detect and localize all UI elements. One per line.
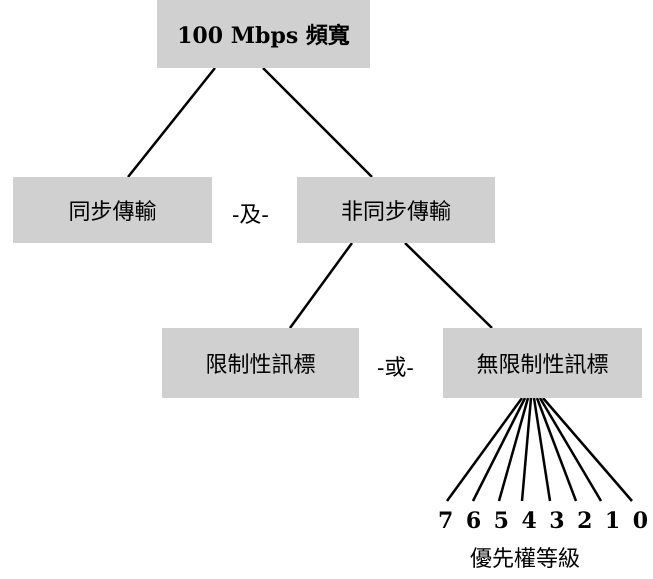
edge-async-unrestricted [404,242,493,329]
priority-fan-line [471,397,527,502]
priority-digit: 4 [521,508,537,534]
priority-fan-lines [445,397,633,502]
priority-digit: 2 [577,508,593,534]
restricted-token-label: 限制性訊標 [205,353,316,378]
root-node: 100 Mbps 頻寬 [157,0,370,68]
priority-digit: 1 [604,508,621,534]
restricted-token-node: 限制性訊標 [162,328,359,398]
edge-root-async [262,67,373,178]
priority-digit: 5 [493,508,509,534]
priority-fan-line [520,397,533,502]
edge-root-sync [127,67,216,178]
priority-digit: 3 [549,508,565,534]
async-label: 非同步傳輸 [340,200,451,225]
sync-node: 同步傳輸 [13,177,212,243]
root-label: 100 Mbps 頻寬 [177,23,350,49]
priority-digit: 6 [465,508,482,534]
priority-fan-line [532,397,552,502]
priority-fan-line [497,397,530,502]
priority-digit: 7 [438,508,454,534]
edge-async-restricted [288,242,354,329]
priority-fan-line [445,397,524,502]
priority-label: 優先權等級 [470,547,581,572]
or-connector: -或- [377,356,414,381]
unrestricted-token-node: 無限制性訊標 [443,328,642,398]
priority-fan-line [542,397,633,502]
async-node: 非同步傳輸 [297,177,495,243]
priority-digit: 0 [632,508,648,534]
sync-label: 同步傳輸 [68,200,157,225]
and-connector: -及- [232,203,269,228]
priority-fan-line [535,397,578,502]
priority-fan-line [538,397,603,502]
unrestricted-token-label: 無限制性訊標 [476,353,609,378]
